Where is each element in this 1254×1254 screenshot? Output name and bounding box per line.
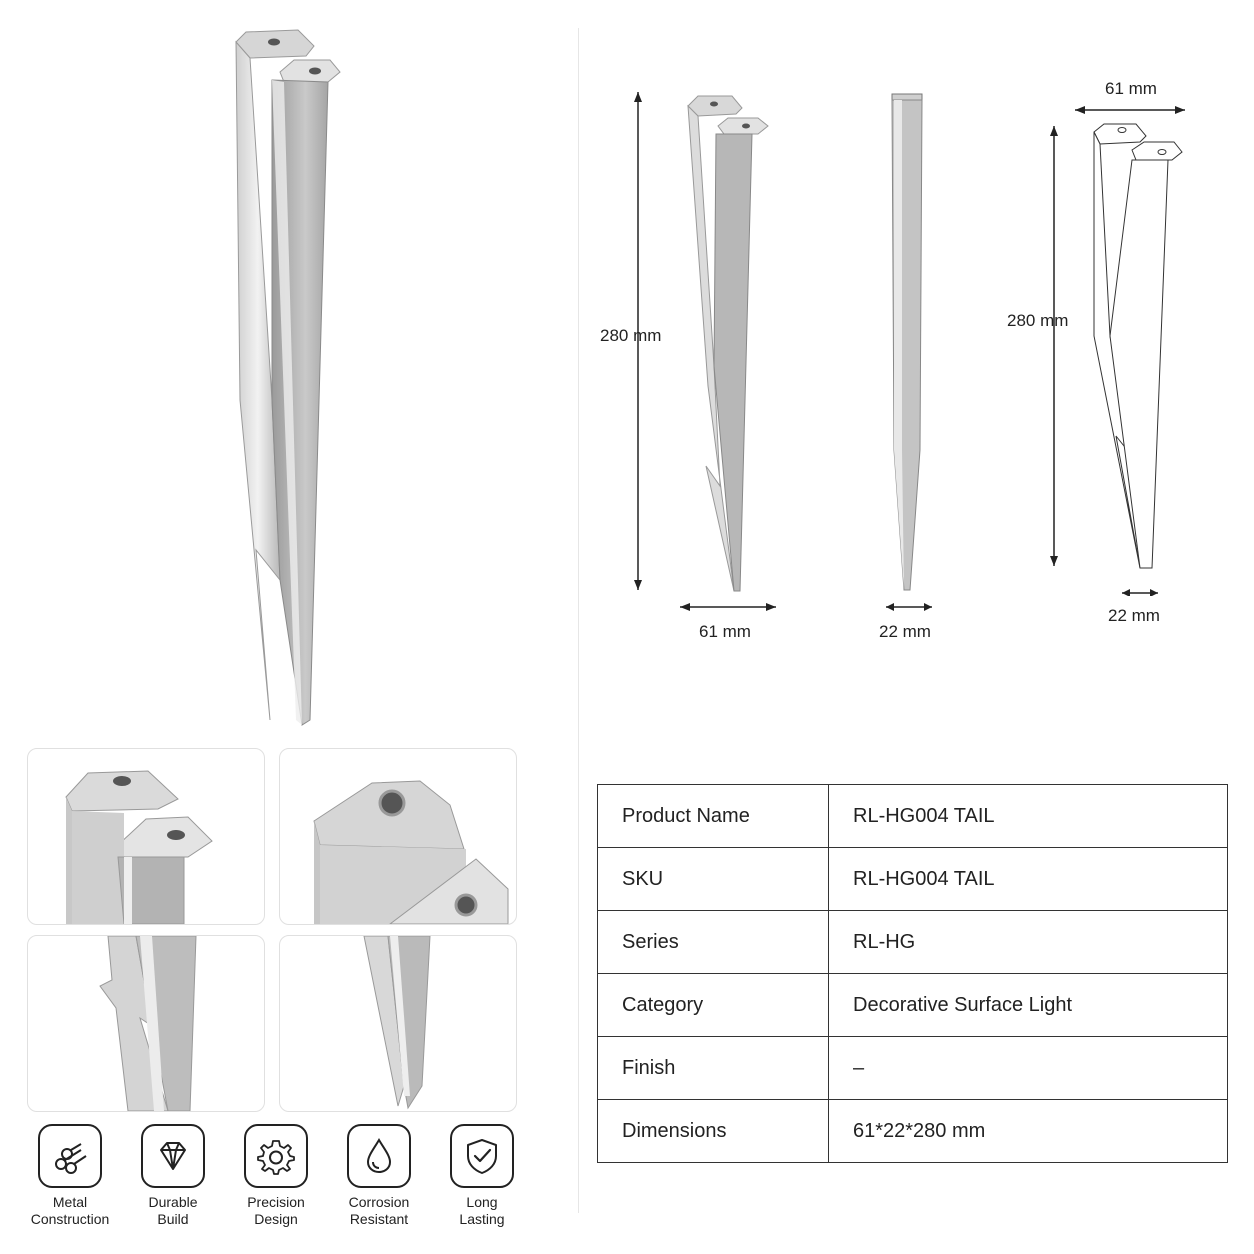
spec-value: – bbox=[828, 1036, 1228, 1100]
back-view-drawing bbox=[1050, 106, 1185, 596]
spec-table: Product Name RL-HG004 TAIL SKU RL-HG004 … bbox=[597, 784, 1228, 1163]
spec-row-series: Series RL-HG bbox=[597, 910, 1228, 974]
spec-key: Finish bbox=[597, 1036, 829, 1100]
spec-value: RL-HG004 TAIL bbox=[828, 847, 1228, 911]
spec-row-sku: SKU RL-HG004 TAIL bbox=[597, 847, 1228, 911]
spec-key: Category bbox=[597, 973, 829, 1037]
spec-key: Product Name bbox=[597, 784, 829, 848]
diamond-icon bbox=[160, 1142, 186, 1170]
front-width-label: 61 mm bbox=[699, 622, 751, 641]
water-drop-icon bbox=[366, 1138, 392, 1174]
side-view-drawing bbox=[891, 93, 923, 591]
product-main-image bbox=[235, 29, 341, 726]
front-view-drawing bbox=[634, 92, 769, 592]
front-height-label: 280 mm bbox=[600, 326, 662, 345]
spec-key: Dimensions bbox=[597, 1099, 829, 1163]
back-top-width-label: 61 mm bbox=[1105, 79, 1157, 98]
spec-value: RL-HG004 TAIL bbox=[828, 784, 1228, 848]
metal-bars-icon bbox=[55, 1143, 87, 1174]
spec-value: 61*22*280 mm bbox=[828, 1099, 1228, 1163]
spec-row-category: Category Decorative Surface Light bbox=[597, 973, 1228, 1037]
side-width-arrow bbox=[886, 603, 932, 611]
side-width-label: 22 mm bbox=[879, 622, 931, 641]
spec-row-dimensions: Dimensions 61*22*280 mm bbox=[597, 1099, 1228, 1163]
detail-thumb-barb bbox=[27, 935, 265, 1112]
spec-row-finish: Finish – bbox=[597, 1036, 1228, 1100]
front-width-arrow bbox=[680, 603, 776, 611]
detail-thumb-top-bracket bbox=[27, 748, 265, 925]
spec-key: Series bbox=[597, 910, 829, 974]
gear-icon bbox=[257, 1140, 295, 1175]
spec-value: Decorative Surface Light bbox=[828, 973, 1228, 1037]
detail-thumb-tab-closeup bbox=[279, 748, 517, 925]
back-bottom-width-label: 22 mm bbox=[1108, 606, 1160, 625]
spec-value: RL-HG bbox=[828, 910, 1228, 974]
detail-thumb-tip bbox=[279, 935, 517, 1112]
spec-row-product-name: Product Name RL-HG004 TAIL bbox=[597, 784, 1228, 848]
spec-key: SKU bbox=[597, 847, 829, 911]
vertical-divider bbox=[578, 28, 579, 1213]
shield-check-icon bbox=[467, 1139, 497, 1174]
back-height-label: 280 mm bbox=[1007, 311, 1069, 330]
